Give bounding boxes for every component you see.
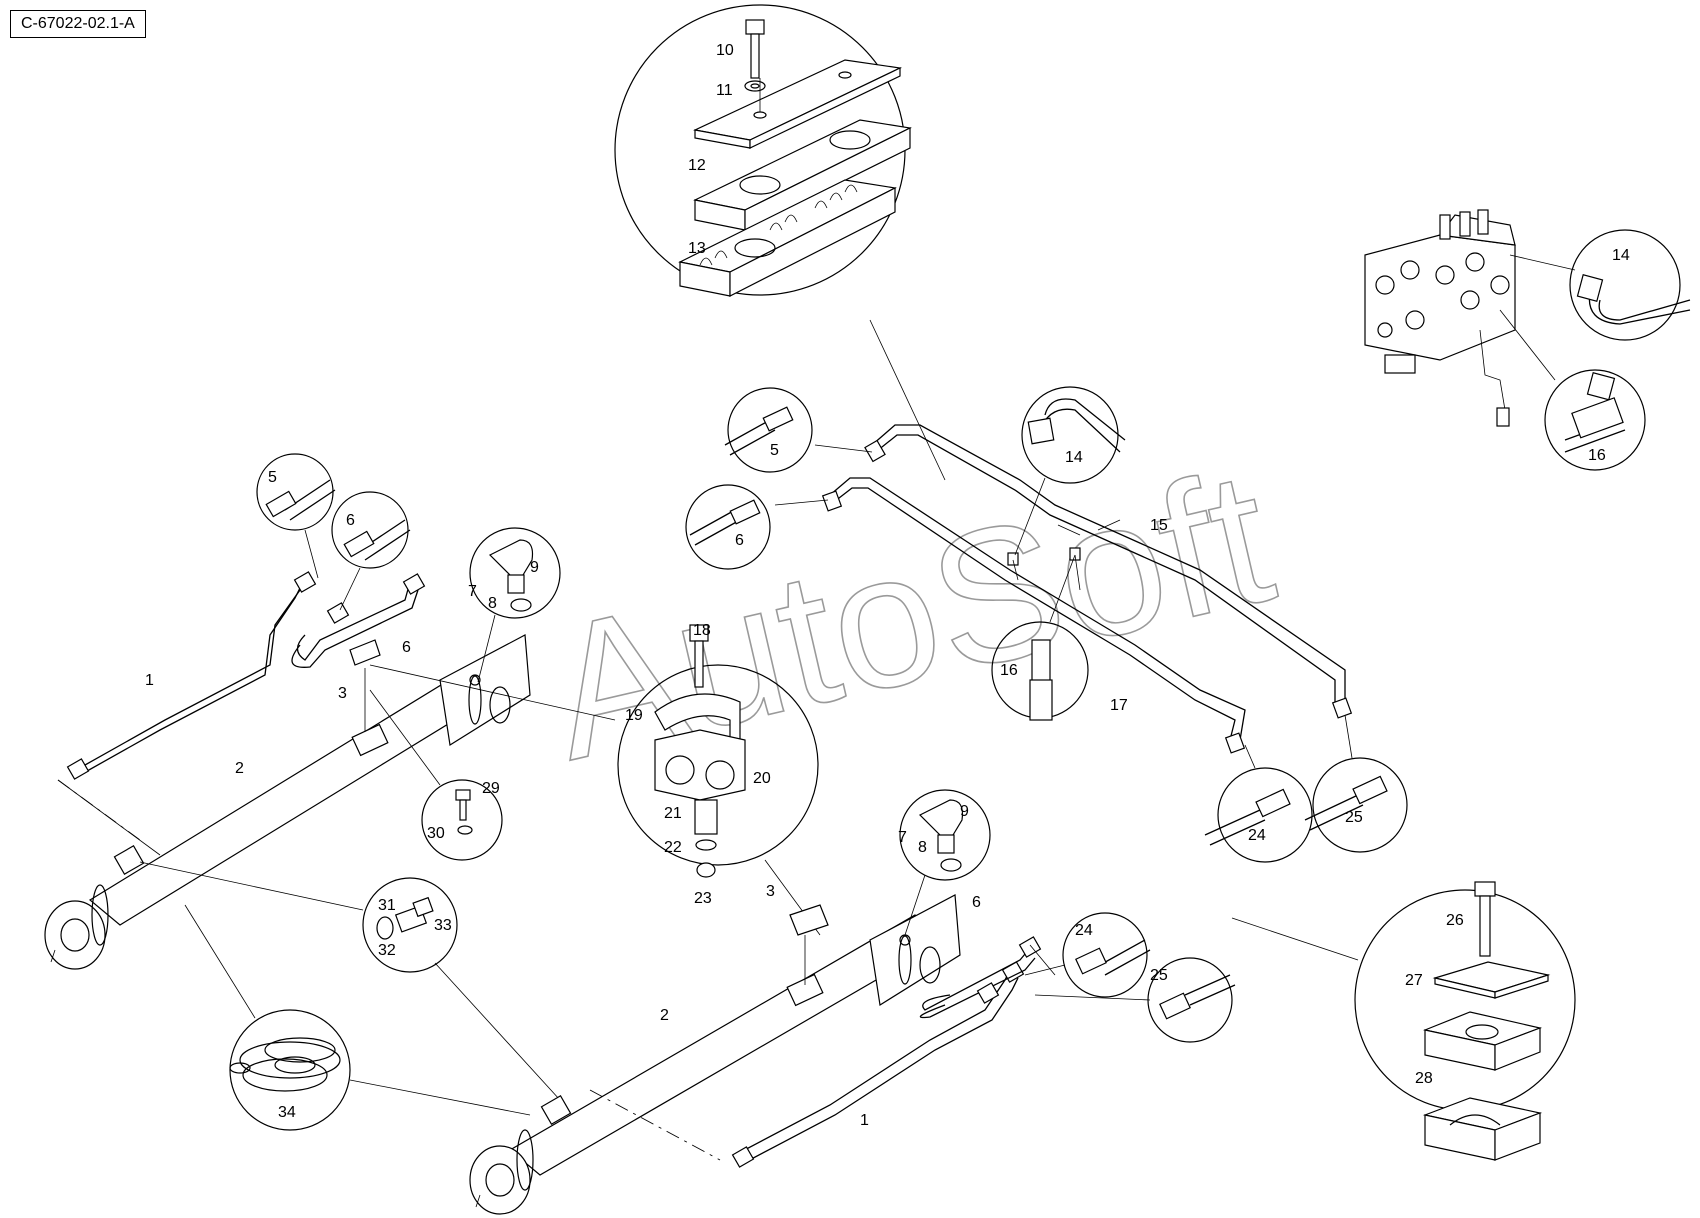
callout-4-middle: 5 [770, 442, 779, 459]
callout-30: 30 [427, 825, 445, 842]
callout-11: 11 [716, 82, 733, 99]
detail-circle-fitting-24-upper [1204, 744, 1313, 863]
callout-31: 31 [378, 897, 396, 914]
detail-circle-clamp-26-28 [1231, 881, 1576, 1161]
detail-circle-fitting-4-middle [724, 387, 813, 473]
callout-20: 20 [753, 770, 771, 787]
callout-25-upper: 25 [1345, 809, 1363, 826]
callout-13: 13 [688, 240, 706, 257]
detail-circle-elbow-7-9-lower [899, 789, 991, 936]
cylinder-upper [44, 634, 531, 970]
detail-circle-fitting-16-top [1544, 369, 1646, 471]
callout-24-lower: 24 [1075, 922, 1093, 939]
detail-circle-seal-kit-34 [184, 904, 531, 1131]
detail-circle-clamp-assembly [614, 4, 912, 297]
callout-3-lower: 3 [766, 883, 775, 900]
callout-10: 10 [716, 42, 734, 59]
callout-1-upper: 1 [145, 672, 154, 689]
callout-16-middle: 16 [1000, 662, 1018, 679]
callout-2-lower: 2 [660, 1007, 669, 1024]
callout-14-middle: 14 [1065, 449, 1083, 466]
detail-circle-elbow-7-9-upper [469, 527, 561, 683]
callout-16-top: 16 [1588, 447, 1606, 464]
callout-27: 27 [1405, 972, 1423, 989]
detail-circle-fitting-25-upper [1304, 714, 1408, 853]
callout-4-left: 5 [268, 469, 277, 486]
cylinder-lower [469, 894, 961, 1215]
callout-15: 15 [1150, 517, 1168, 534]
pipe-lower-1-6 [589, 936, 1056, 1168]
callout-2-upper: 2 [235, 760, 244, 777]
detail-circle-clamp-18-23 [369, 624, 821, 936]
callout-labels: 10 11 12 13 14 16 5 14 15 6 5 6 9 7 8 6 … [145, 42, 1630, 1129]
detail-circle-fitting-4-left [256, 453, 336, 579]
callout-9-lower: 9 [960, 803, 969, 820]
callout-22: 22 [664, 839, 682, 856]
detail-circle-fitting-31-33 [139, 861, 561, 1101]
callout-19: 19 [625, 707, 643, 724]
detail-circle-elbow-14-middle [1014, 386, 1126, 556]
callout-23: 23 [694, 890, 712, 907]
detail-circle-fitting-25-lower [1034, 957, 1236, 1043]
callout-29: 29 [482, 780, 500, 797]
callout-28: 28 [1415, 1070, 1433, 1087]
callout-1-lower: 1 [860, 1112, 869, 1129]
callout-5-middle: 6 [735, 532, 744, 549]
callout-17: 17 [1110, 697, 1128, 714]
callout-5-left: 6 [346, 512, 355, 529]
callout-8-lower: 8 [918, 839, 927, 856]
drawing-reference-number: C-67022-02.1-A [10, 10, 146, 38]
callout-26: 26 [1446, 912, 1464, 929]
detail-circle-fitting-16-middle [991, 554, 1089, 721]
detail-circle-bolt-29-30 [369, 689, 503, 861]
callout-25-lower: 25 [1150, 967, 1168, 984]
callout-3-upper: 3 [338, 685, 347, 702]
callout-9-upper: 9 [530, 559, 539, 576]
watermark-text: AutoSoft [531, 430, 1289, 801]
callout-34: 34 [278, 1104, 296, 1121]
callout-32: 32 [378, 942, 396, 959]
control-valve-block [1364, 209, 1576, 427]
callout-21: 21 [664, 805, 682, 822]
callout-6-upper: 6 [402, 639, 411, 656]
callout-12: 12 [688, 157, 706, 174]
callout-6-lower: 6 [972, 894, 981, 911]
callout-18: 18 [693, 622, 711, 639]
callout-33: 33 [434, 917, 452, 934]
callout-7-lower: 7 [898, 829, 907, 846]
detail-circle-fitting-5-middle [685, 484, 771, 570]
pipe-upper-1-6 [57, 571, 426, 856]
detail-circle-fitting-5-left [331, 491, 411, 611]
detail-circle-fitting-24-lower [1024, 912, 1151, 998]
callout-14-top: 14 [1612, 247, 1630, 264]
pipe-assembly-15-17 [774, 319, 1353, 754]
detail-circle-elbow-hose-14-top [1569, 229, 1691, 341]
callout-8-upper: 8 [488, 595, 497, 612]
callout-24-upper: 24 [1248, 827, 1266, 844]
callout-7-upper: 7 [468, 583, 477, 600]
